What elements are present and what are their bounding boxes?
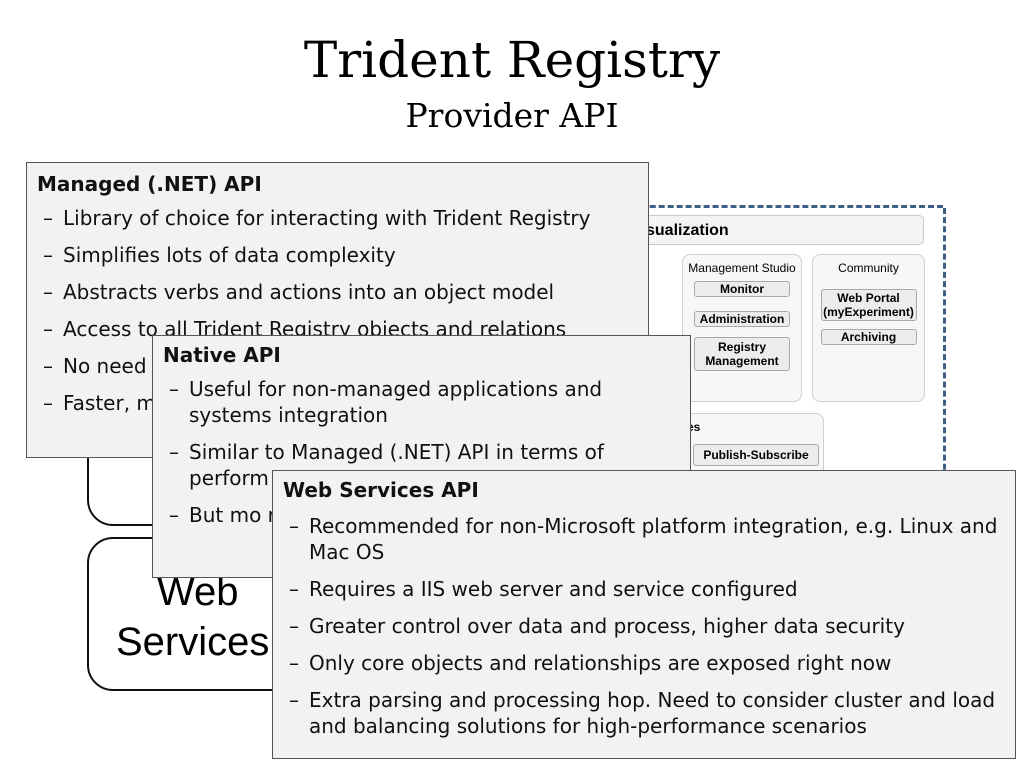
publish-subscribe-chip: Publish-Subscribe xyxy=(693,444,819,466)
managed-bullet: Abstracts verbs and actions into an obje… xyxy=(37,279,638,305)
services-big-label: Services xyxy=(116,620,270,664)
web-services-api-box: Web Services API Recommended for non-Mic… xyxy=(272,470,1016,759)
management-studio-title: Management Studio xyxy=(688,261,796,275)
monitor-chip: Monitor xyxy=(694,281,790,297)
managed-bullet: Faster, m xyxy=(37,390,638,416)
web-services-bullet: Greater control over data and process, h… xyxy=(283,613,1005,639)
community-panel: Community Web Portal (myExperiment) Arch… xyxy=(812,254,925,402)
managed-bullet: Library of choice for interacting with T… xyxy=(37,205,638,231)
archiving-chip: Archiving xyxy=(820,329,917,345)
slide-title: Trident Registry xyxy=(303,31,721,89)
slide-subtitle: Provider API xyxy=(405,96,619,135)
native-bullet: Similar to Managed (.NET) API in terms o… xyxy=(163,439,680,491)
native-api-title: Native API xyxy=(163,343,281,367)
native-bullet: Useful for non-managed applications and … xyxy=(163,376,680,428)
web-services-bullet: Recommended for non-Microsoft platform i… xyxy=(283,513,1005,565)
web-services-api-title: Web Services API xyxy=(283,478,479,502)
management-studio-panel: Management Studio Monitor Administration… xyxy=(682,254,802,402)
web-portal-chip: Web Portal (myExperiment) xyxy=(820,289,917,321)
managed-api-title: Managed (.NET) API xyxy=(37,172,262,196)
web-services-bullet: Extra parsing and processing hop. Need t… xyxy=(283,687,1005,739)
web-services-bullet: Requires a IIS web server and service co… xyxy=(283,576,1005,602)
community-title: Community xyxy=(838,261,899,275)
registry-management-chip: Registry Management xyxy=(694,337,790,371)
managed-bullet: Simplifies lots of data complexity xyxy=(37,242,638,268)
administration-chip: Administration xyxy=(694,311,790,327)
web-services-bullet: Only core objects and relationships are … xyxy=(283,650,1005,676)
